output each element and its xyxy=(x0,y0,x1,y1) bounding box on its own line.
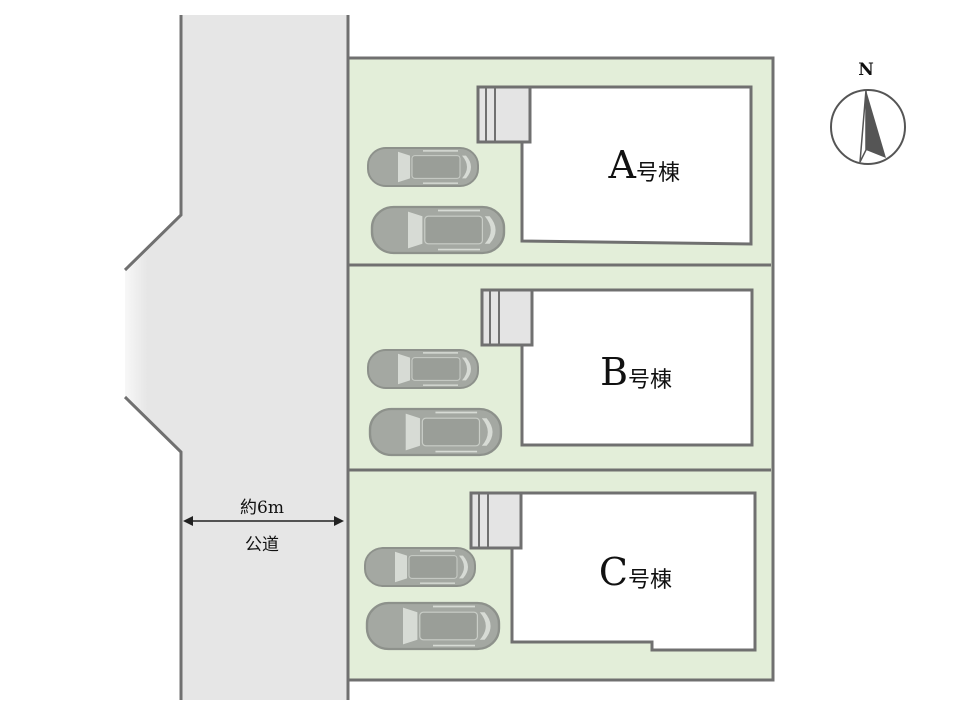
car-icon xyxy=(367,349,479,389)
car-icon xyxy=(365,601,501,651)
road-type-label: 公道 xyxy=(245,535,279,555)
building-c xyxy=(510,491,757,652)
building-b-letter: B xyxy=(600,350,628,394)
north-label: N xyxy=(858,60,874,80)
building-a-letter: A xyxy=(608,143,637,187)
building-b-suffix: 号棟 xyxy=(628,368,672,393)
road-width-arrow xyxy=(183,516,344,526)
lot-a: A 号棟 xyxy=(367,85,753,255)
building-a-suffix: 号棟 xyxy=(636,161,680,186)
public-road xyxy=(123,15,350,700)
building-c-letter: C xyxy=(599,550,628,594)
car-icon xyxy=(367,147,479,187)
north-compass-icon: N xyxy=(830,60,906,165)
building-b xyxy=(520,288,754,447)
building-c-suffix: 号棟 xyxy=(628,568,672,593)
building-a xyxy=(520,85,753,246)
car-icon xyxy=(364,547,476,587)
car-icon xyxy=(370,205,506,255)
lot-b: B 号棟 xyxy=(367,288,754,457)
car-icon xyxy=(368,407,503,457)
road-width-label: 約6m xyxy=(240,498,284,518)
lot-c: C 号棟 xyxy=(364,491,757,652)
